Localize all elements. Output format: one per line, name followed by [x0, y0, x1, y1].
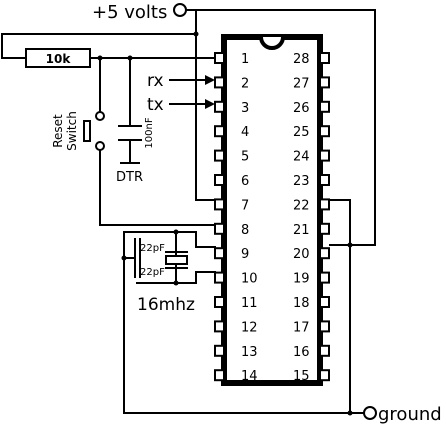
pin-label-12: 12: [241, 320, 258, 335]
tx-label: tx: [147, 95, 164, 115]
pin-17: [319, 320, 330, 333]
pin-label-27: 27: [293, 76, 310, 91]
junction-dot: [347, 410, 353, 416]
pin-label-26: 26: [293, 101, 310, 116]
ground-terminal: [363, 406, 377, 420]
pin-label-18: 18: [293, 296, 310, 311]
pin-4: [214, 125, 225, 138]
pin-label-7: 7: [241, 198, 249, 213]
pin-label-10: 10: [241, 272, 258, 287]
pin-10: [214, 271, 225, 284]
pin-1: [214, 52, 225, 64]
resistor-label: 10k: [46, 52, 72, 66]
pin-22: [319, 198, 330, 211]
cap-upper-label: 22pF: [140, 243, 165, 254]
pin-21: [319, 222, 330, 235]
pin-6: [214, 174, 225, 186]
pin-27: [319, 76, 330, 89]
pin-label-3: 3: [241, 101, 249, 116]
pin-25: [319, 125, 330, 138]
junction-dot: [127, 55, 133, 61]
pin-label-1: 1: [241, 52, 249, 67]
junction-dot: [173, 229, 179, 235]
junction-dot: [173, 280, 179, 286]
pin-label-17: 17: [293, 320, 310, 335]
pin-14: [214, 369, 225, 382]
pin-2: [214, 76, 225, 89]
pin-label-23: 23: [293, 174, 310, 189]
junction-dot: [193, 31, 199, 37]
pin-5: [214, 149, 225, 162]
pin-11: [214, 296, 225, 308]
pin-7: [214, 198, 225, 211]
crystal-body: [165, 255, 188, 265]
pin-23: [319, 174, 330, 186]
pin-label-6: 6: [241, 174, 249, 189]
pin-24: [319, 149, 330, 162]
chip-notch: [259, 36, 285, 50]
pin-label-14: 14: [241, 369, 258, 384]
vcc-terminal: [173, 3, 187, 17]
pin-20: [319, 247, 330, 260]
rx-arrow: [205, 75, 215, 85]
ground-label: ground: [378, 404, 442, 425]
pin-label-28: 28: [293, 52, 310, 67]
pin-3: [214, 100, 225, 113]
pin-26: [319, 100, 330, 113]
pin-19: [319, 271, 330, 284]
cap-lower-label: 22pF: [140, 267, 165, 278]
tx-arrow: [205, 99, 215, 109]
resistor-10k-body: [25, 48, 91, 68]
reset-switch: [83, 111, 105, 151]
vcc-label: +5 volts: [92, 2, 167, 23]
pin-label-5: 5: [241, 150, 249, 165]
capacitor-100nf: [118, 125, 142, 141]
junction-dot: [121, 255, 127, 261]
pin-8: [214, 222, 225, 235]
pin-16: [319, 344, 330, 357]
pin-9: [214, 247, 225, 260]
pin-15: [319, 369, 330, 382]
pin-12: [214, 320, 225, 333]
pin-label-2: 2: [241, 76, 249, 91]
pin-label-20: 20: [293, 247, 310, 262]
pin-label-9: 9: [241, 247, 249, 262]
pin-label-8: 8: [241, 223, 249, 238]
junction-dot: [347, 242, 353, 248]
pin-label-25: 25: [293, 125, 310, 140]
pin-label-16: 16: [293, 345, 310, 360]
pin-13: [214, 344, 225, 357]
dtr-label: DTR: [116, 170, 143, 185]
pin-label-22: 22: [293, 198, 310, 213]
pin-label-11: 11: [241, 296, 258, 311]
crystal-label: 16mhz: [137, 295, 195, 315]
reset-label-line1: Reset: [51, 114, 65, 148]
pin-label-21: 21: [293, 223, 310, 238]
chip-pins: 1234567891011121314282726252423222120191…: [214, 52, 330, 384]
capacitor-label: 100nF: [144, 117, 155, 148]
pin-label-13: 13: [241, 345, 258, 360]
rx-label: rx: [147, 71, 164, 91]
junction-dot: [97, 55, 103, 61]
pin-label-19: 19: [293, 272, 310, 287]
pin-label-24: 24: [293, 150, 310, 165]
pin-label-4: 4: [241, 125, 249, 140]
pin-label-15: 15: [293, 369, 310, 384]
pin-28: [319, 52, 330, 64]
reset-label-line2: Switch: [65, 111, 79, 151]
pin-18: [319, 296, 330, 308]
